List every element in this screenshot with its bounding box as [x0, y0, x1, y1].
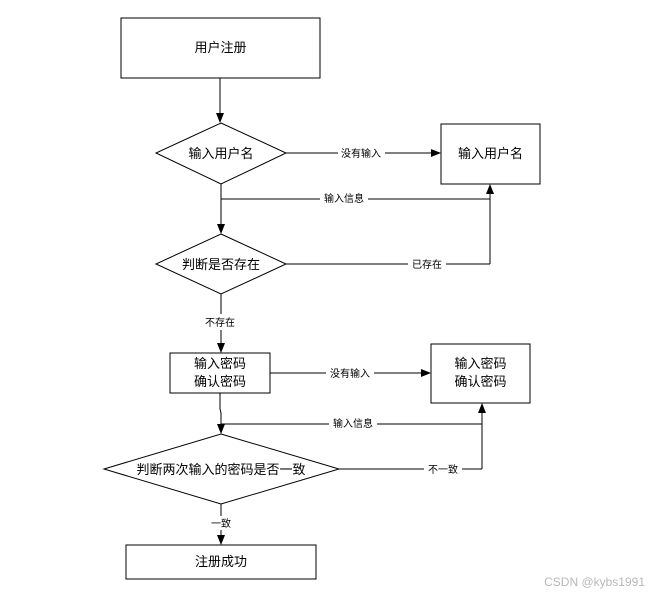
input-password-retry-box [430, 343, 531, 404]
input-username-label: 输入用户名 [188, 146, 253, 162]
edge-label-match: 一致 [211, 517, 231, 530]
input-password-retry-label-2: 确认密码 [454, 374, 506, 390]
check-match-label: 判断两次输入的密码是否一致 [136, 462, 305, 478]
edge-label-not-match: 不一致 [428, 463, 458, 476]
input-password-label-2: 确认密码 [194, 374, 246, 390]
edge-label-no-input-1: 没有输入 [341, 147, 381, 160]
edge-label-not-exists: 不存在 [205, 316, 235, 329]
input-username-box-label: 输入用户名 [458, 146, 523, 162]
input-username-box [440, 123, 541, 185]
input-password-retry-label-1: 输入密码 [454, 356, 506, 372]
edge-label-enter-info-1: 输入信息 [324, 192, 364, 205]
edge-label-enter-info-2: 输入信息 [333, 417, 373, 430]
success-label: 注册成功 [195, 555, 247, 570]
watermark: CSDN @kybs1991 [544, 575, 645, 589]
input-password-label-1: 输入密码 [194, 356, 246, 372]
register-box [120, 17, 321, 79]
edge-label-already-exists: 已存在 [412, 258, 442, 271]
register-label: 用户注册 [194, 40, 246, 56]
edge-label-no-input-2: 没有输入 [330, 367, 370, 380]
check-exists-label: 判断是否存在 [182, 258, 260, 273]
success-box [125, 544, 317, 580]
edge-password-to-check [217, 393, 225, 434]
